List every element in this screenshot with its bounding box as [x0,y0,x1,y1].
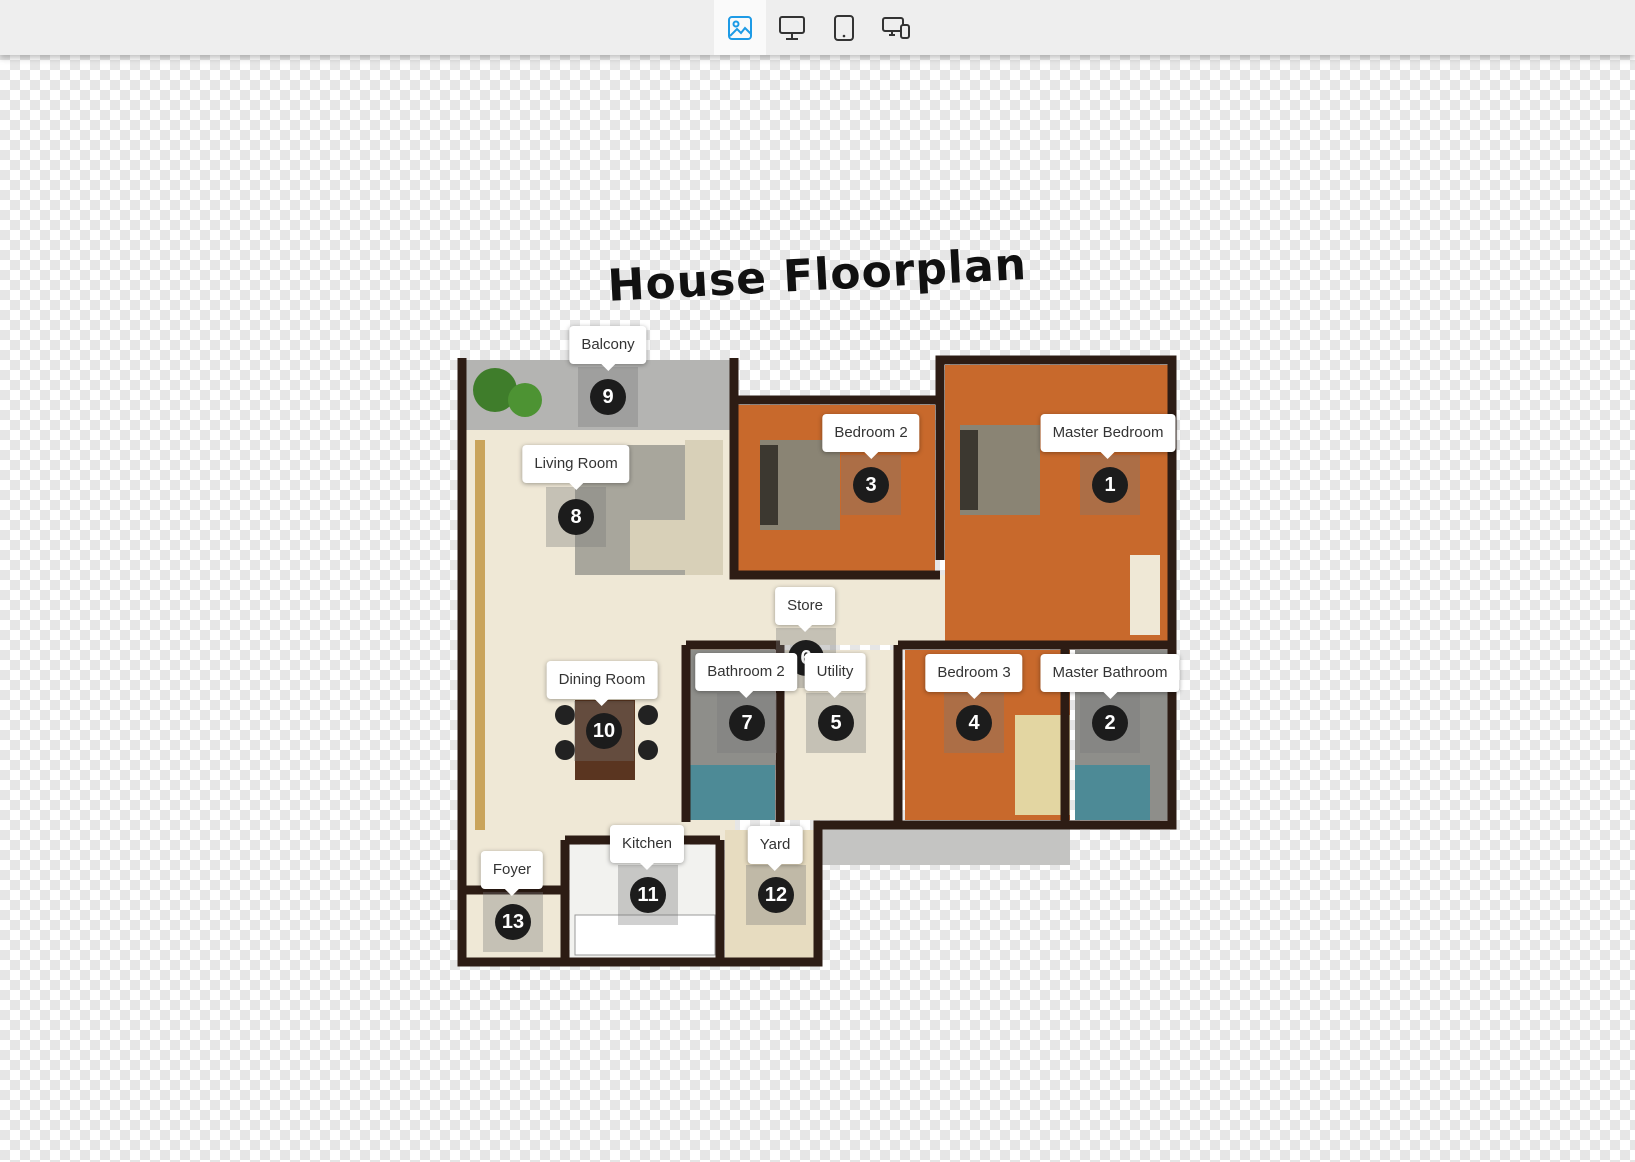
tablet-icon [834,14,854,41]
hotspot-label: Store [775,587,835,632]
hotspot-number: 7 [729,705,765,741]
hotspot-label: Master Bathroom [1040,654,1180,699]
hotspot-number: 3 [853,467,889,503]
hotspot-number: 1 [1092,467,1128,503]
hotspot-marker[interactable]: 7 [717,693,777,753]
hotspot-number: 12 [758,877,794,913]
chair [638,740,658,760]
hotspot-marker[interactable]: 10 [574,701,634,761]
headboard [960,430,978,510]
hotspot-marker[interactable]: 13 [483,892,543,952]
balcony-plant [473,368,517,412]
hotspot-marker[interactable]: 5 [806,693,866,753]
responsive-view-button[interactable] [870,0,922,55]
chair [555,705,575,725]
hotspot-marker[interactable]: 1 [1080,455,1140,515]
headboard [760,445,778,525]
hotspot-number: 8 [558,499,594,535]
ac-ledge [815,825,1070,865]
hotspot-label: Bathroom 2 [695,653,797,698]
hotspot-marker[interactable]: 9 [578,367,638,427]
hotspot-marker[interactable]: 2 [1080,693,1140,753]
hotspot-label: Bedroom 3 [925,654,1023,699]
devices-icon [882,16,910,39]
hotspot-label: Kitchen [609,825,685,870]
hotspot-number: 9 [590,379,626,415]
bathroom-2-shower [690,765,775,820]
wardrobe [1130,555,1160,635]
hotspot-label: Utility [804,653,866,698]
window-wall [475,440,485,830]
hotspot-marker[interactable]: 3 [841,455,901,515]
monitor-icon [779,15,805,40]
hotspot-label: Master Bedroom [1040,414,1176,459]
hotspot-number: 13 [495,904,531,940]
sofa [685,440,723,575]
preview-toolbar [0,0,1635,55]
hotspot-number: 4 [956,705,992,741]
outer-wall [457,355,1177,967]
hotspot-number: 5 [818,705,854,741]
hotspot-marker[interactable]: 11 [618,865,678,925]
hotspot-label: Dining Room [546,661,658,706]
hotspot-label: Foyer [480,851,544,896]
hotspot-marker[interactable]: 8 [546,487,606,547]
kitchen-counter [574,914,716,956]
corridor-floor [735,575,965,645]
hotspot-label: Yard [747,826,803,871]
hotspot-marker[interactable]: 4 [944,693,1004,753]
hotspot-label: Bedroom 2 [822,414,920,459]
chair [638,705,658,725]
hotspot-label: Balcony [569,326,647,371]
image-icon [728,15,752,40]
hotspot-number: 10 [586,713,622,749]
balcony-plant [508,383,542,417]
image-view-button[interactable] [714,0,766,55]
desktop-view-button[interactable] [766,0,818,55]
hotspot-number: 2 [1092,705,1128,741]
tablet-view-button[interactable] [818,0,870,55]
hotspot-label: Living Room [522,445,630,490]
hotspot-number: 11 [630,877,666,913]
hotspot-marker[interactable]: 12 [746,865,806,925]
master-bathroom-shower [1075,765,1150,820]
chair [555,740,575,760]
